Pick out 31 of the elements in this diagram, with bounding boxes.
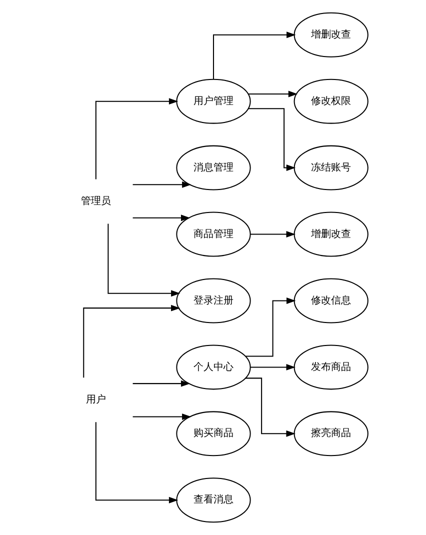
node-ellipse: 用户管理 [176, 78, 250, 124]
node-ellipse: 购买商品 [176, 411, 250, 456]
node-ellipse: 个人中心 [176, 344, 250, 390]
arrow [132, 414, 191, 420]
arrow [250, 231, 295, 238]
arrow [250, 364, 295, 370]
arrow [132, 214, 190, 222]
node-text: 用户 [85, 394, 106, 406]
arrow [248, 90, 298, 98]
arrow [94, 98, 178, 180]
arrow [82, 304, 180, 378]
node-ellipse: 擦亮商品 [293, 411, 368, 456]
node-ellipse: 修改信息 [293, 278, 368, 324]
node-ellipse: 登录注册 [176, 278, 250, 324]
node-ellipse: 冻结账号 [293, 145, 368, 190]
arrow [245, 378, 295, 437]
arrow [132, 181, 191, 188]
arrow [245, 298, 296, 357]
node-ellipse: 增删改查 [293, 212, 368, 257]
node-ellipse: 修改权限 [293, 78, 368, 124]
node-ellipse: 增删改查 [293, 12, 368, 58]
arrow [248, 108, 296, 172]
arrow [107, 224, 180, 297]
arrow [212, 32, 296, 80]
node-ellipse: 查看消息 [176, 478, 250, 523]
node-ellipse: 发布商品 [293, 344, 368, 390]
arrow [94, 422, 178, 504]
arrow [132, 380, 190, 387]
node-ellipse: 商品管理 [176, 212, 250, 257]
node-text: 管理员 [80, 196, 110, 208]
node-ellipse: 消息管理 [176, 145, 250, 190]
